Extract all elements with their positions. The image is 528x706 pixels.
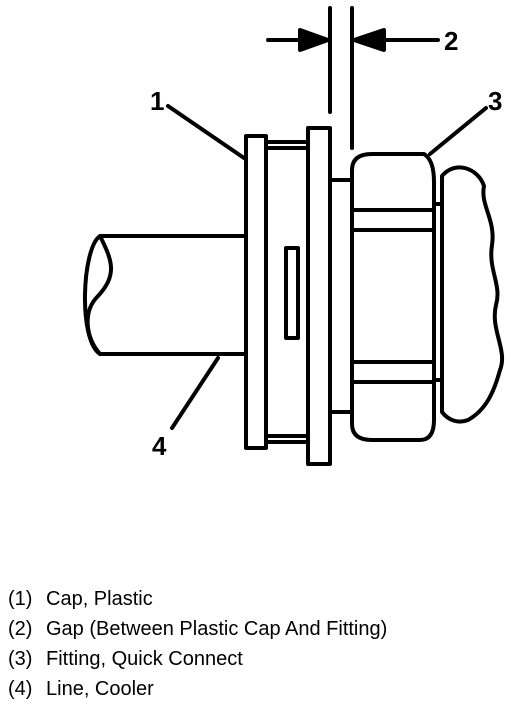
legend-item: (2) Gap (Between Plastic Cap And Fitting) xyxy=(8,614,524,644)
leader-line-1 xyxy=(166,104,246,160)
legend-item: (3) Fitting, Quick Connect xyxy=(8,644,524,674)
leader-line-3 xyxy=(428,106,488,156)
cooler-line-fitting-diagram: 1 2 3 4 xyxy=(83,6,505,466)
callout-4: 4 xyxy=(152,431,167,461)
callout-1: 1 xyxy=(150,86,164,116)
legend-item: (1) Cap, Plastic xyxy=(8,584,524,614)
mating-component xyxy=(440,165,505,424)
callout-2: 2 xyxy=(444,26,458,56)
legend-item: (4) Line, Cooler xyxy=(8,674,524,704)
legend-number: (4) xyxy=(8,678,33,700)
callout-3: 3 xyxy=(488,86,502,116)
plastic-cap xyxy=(244,126,332,466)
legend-number: (1) xyxy=(8,588,33,610)
gap-indicator xyxy=(266,6,440,150)
legend-text: Gap (Between Plastic Cap And Fitting) xyxy=(46,618,388,640)
quick-connect-fitting xyxy=(328,152,444,442)
legend-number: (3) xyxy=(8,648,33,670)
legend-text: Fitting, Quick Connect xyxy=(46,648,243,670)
legend-text: Line, Cooler xyxy=(46,678,154,700)
legend-number: (2) xyxy=(8,618,33,640)
cooler-line xyxy=(83,234,248,356)
leader-line-4 xyxy=(170,356,220,430)
legend: (1) Cap, Plastic (2) Gap (Between Plastic … xyxy=(8,584,524,704)
legend-text: Cap, Plastic xyxy=(46,588,153,610)
